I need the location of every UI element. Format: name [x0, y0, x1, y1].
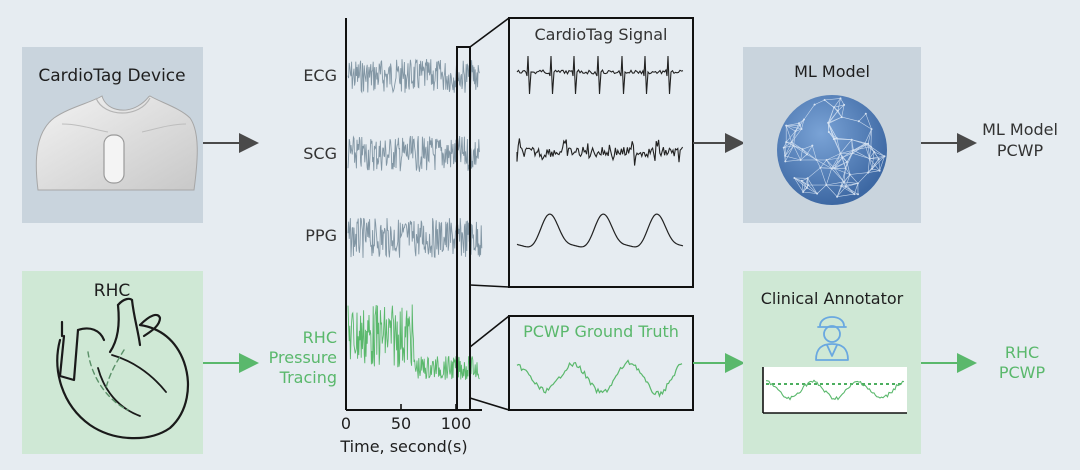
heart-illustration	[56, 297, 190, 440]
rhc-trace	[347, 304, 480, 380]
time-axis-title: Time, second(s)	[339, 437, 467, 456]
zoomed-ecg-trace	[516, 55, 684, 95]
pcwp-ground-truth-box: PCWP Ground Truth	[508, 315, 694, 411]
pcwp-ground-truth-title: PCWP Ground Truth	[523, 322, 679, 341]
ppg-trace	[347, 217, 483, 258]
zoom-line-rhc-bottom	[469, 397, 510, 411]
ml-model-title: ML Model	[794, 62, 870, 81]
ml-network-sphere	[777, 95, 887, 205]
cardiotag-signal-title: CardioTag Signal	[535, 25, 668, 44]
output-rhc-line1: RHC	[1005, 343, 1039, 362]
annotator-pressure-trace	[765, 379, 905, 401]
cardiotag-device-panel: CardioTag Device	[22, 47, 203, 223]
output-rhc-line2: PCWP	[999, 363, 1046, 382]
signal-label-scg: SCG	[303, 144, 337, 163]
pcwp-ground-truth-trace	[516, 359, 683, 398]
clinician-icon	[815, 316, 849, 361]
selection-window	[456, 46, 471, 411]
zoomed-scg-trace	[516, 138, 684, 166]
tick-label-0: 0	[341, 414, 351, 433]
signal-label-tracing: Tracing	[279, 368, 337, 387]
signal-label-ecg: ECG	[303, 66, 337, 85]
signal-label-pressure: Pressure	[269, 348, 337, 367]
clinical-annotator-title: Clinical Annotator	[761, 289, 904, 308]
tick-label-100: 100	[441, 414, 472, 433]
rhc-panel: RHC	[22, 271, 203, 454]
cardiotag-sensor-patch	[103, 134, 125, 184]
zoom-line-rhc-top	[469, 315, 510, 348]
zoom-line-top	[469, 17, 510, 48]
cardiotag-device-title: CardioTag Device	[38, 66, 185, 86]
clinical-annotator-panel: Clinical Annotator	[743, 271, 921, 454]
time-series-plot: 0 50 100 Time, second(s)	[339, 17, 510, 456]
rhc-panel-title: RHC	[94, 281, 130, 301]
tick-label-50: 50	[391, 414, 411, 433]
zoom-line-mid	[469, 284, 510, 288]
scg-trace	[347, 135, 480, 172]
output-ml-model-line1: ML Model	[982, 120, 1058, 139]
signal-label-rhc: RHC	[303, 328, 337, 347]
signal-label-ppg: PPG	[305, 226, 337, 245]
zoomed-ppg-trace	[516, 213, 684, 248]
output-ml-model-line2: PCWP	[997, 141, 1044, 160]
ecg-trace	[347, 58, 480, 94]
annotator-chart	[762, 367, 907, 414]
ml-model-panel: ML Model	[743, 47, 921, 223]
cardiotag-signal-box: CardioTag Signal	[508, 17, 694, 288]
